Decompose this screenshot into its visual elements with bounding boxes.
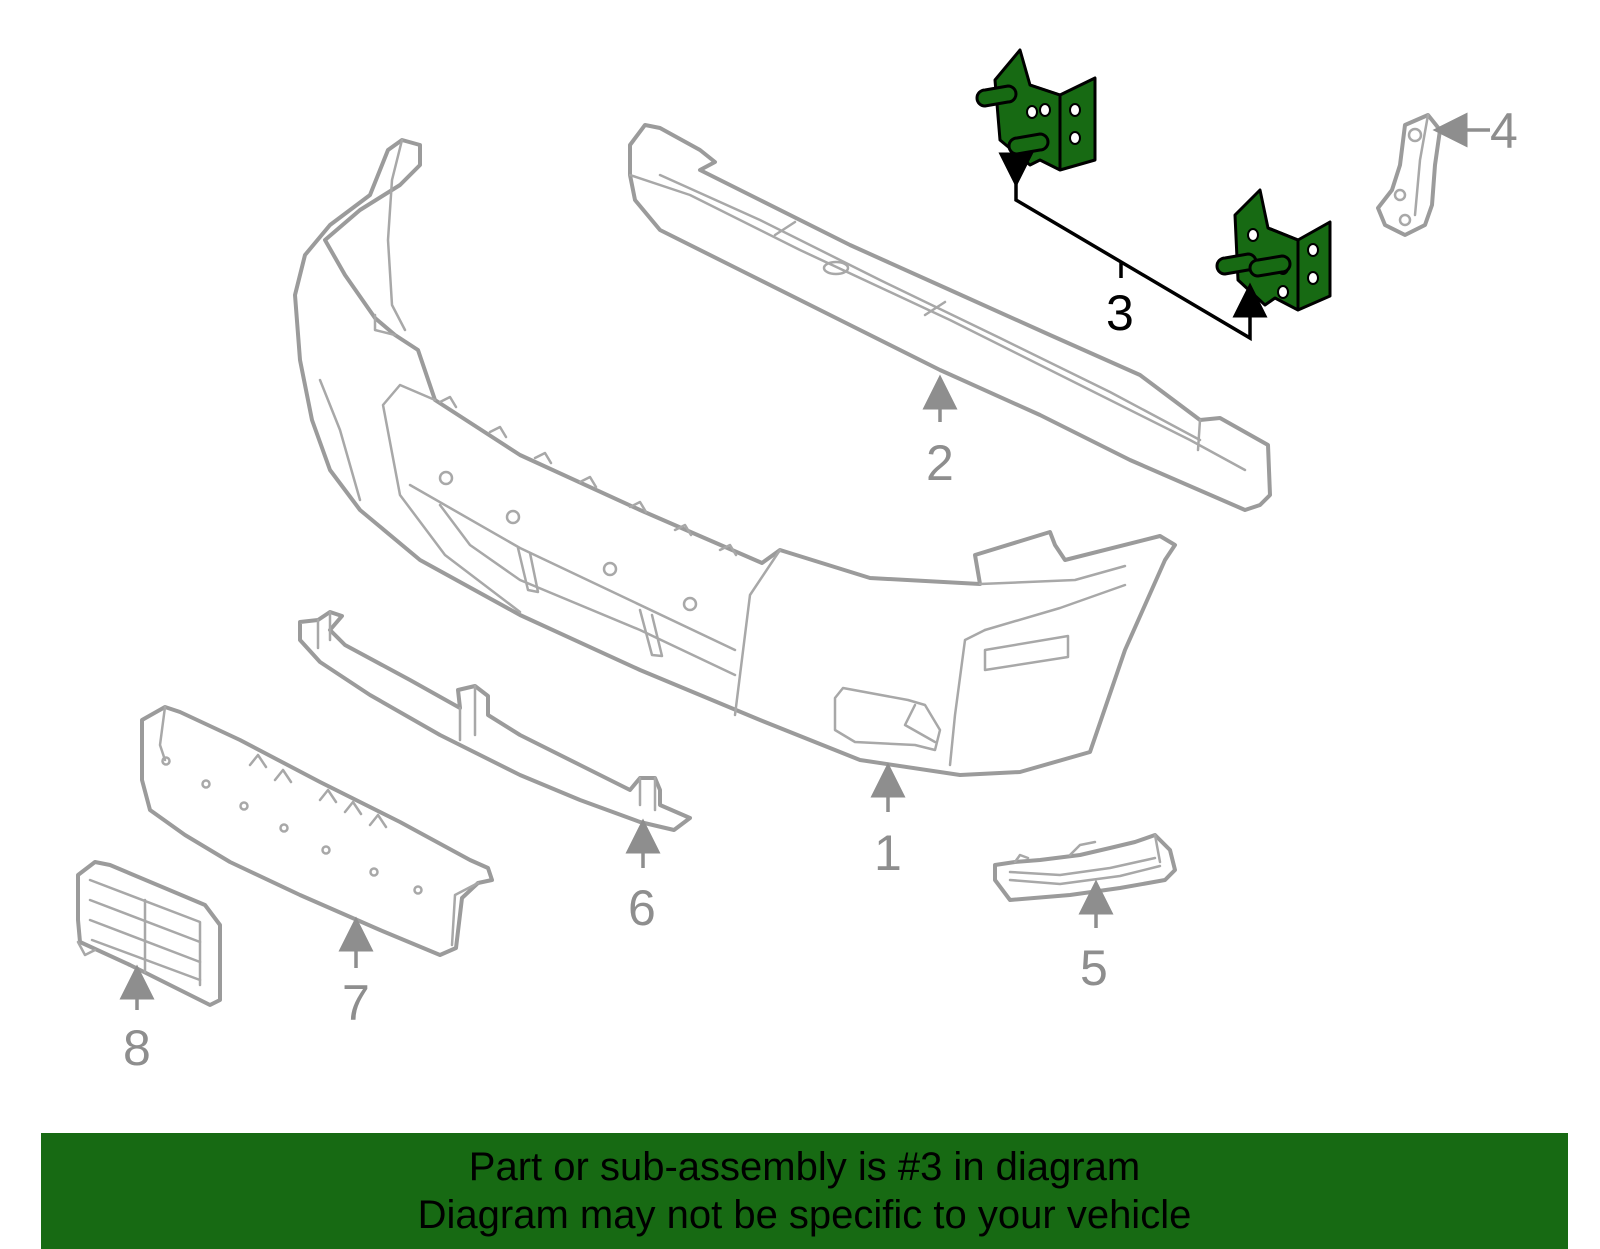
callout-8: 8 (123, 1020, 151, 1076)
part-1-bumper-cover (293, 138, 1177, 777)
callout-1: 1 (874, 825, 902, 881)
part-8-grille-insert (76, 860, 222, 1007)
part-3-mounting-bracket-lower (1215, 188, 1332, 312)
callout-labels: 1 2 3 4 5 6 7 8 (123, 103, 1518, 1076)
callout-7: 7 (342, 975, 370, 1031)
banner-line-disclaimer: Diagram may not be specific to your vehi… (417, 1193, 1192, 1237)
callout-6: 6 (628, 880, 656, 936)
part-5-side-marker-lamp (993, 833, 1177, 902)
callout-3: 3 (1106, 285, 1134, 341)
callout-2: 2 (926, 435, 954, 491)
leader-lines (119, 112, 1490, 1010)
part-7-lower-valance (140, 705, 494, 957)
part-4-small-bracket (1376, 113, 1442, 237)
part-6-support-bar (298, 610, 692, 832)
info-banner: Part or sub-assembly is #3 in diagram Di… (41, 1133, 1568, 1249)
callout-4: 4 (1490, 103, 1518, 159)
part-2-reinforcement-bar (628, 123, 1272, 512)
part-3-mounting-bracket-upper (975, 48, 1097, 172)
banner-line-part-number: Part or sub-assembly is #3 in diagram (468, 1145, 1141, 1189)
callout-5: 5 (1080, 940, 1108, 996)
